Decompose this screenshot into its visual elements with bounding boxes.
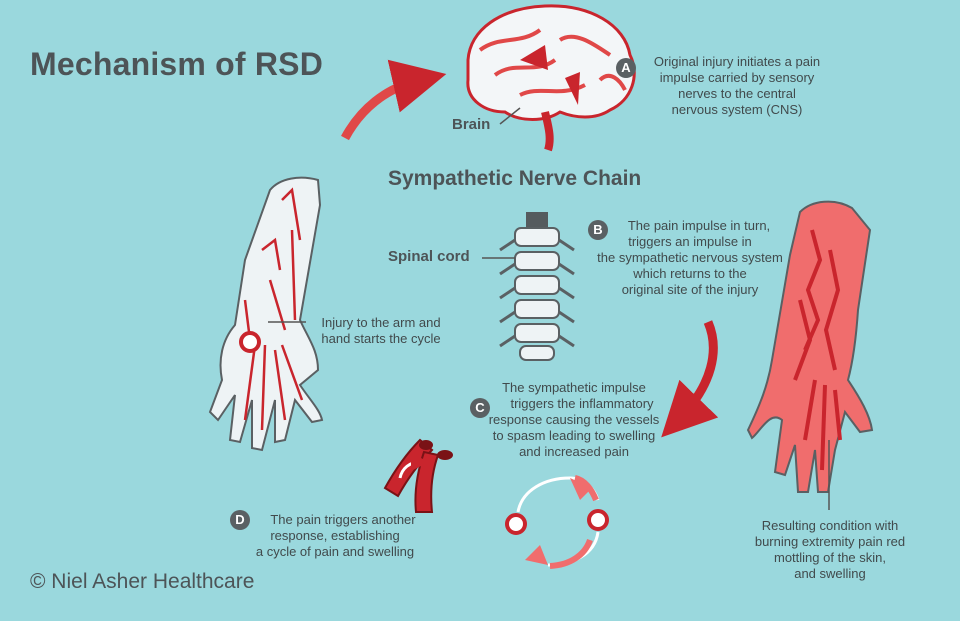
result-caption: Resulting condition with burning extremi… — [754, 518, 906, 581]
arrow-to-right-arm — [661, 320, 719, 438]
step-d-caption: The pain triggers another response, esta… — [255, 512, 416, 559]
spinal-cord-illustration — [482, 212, 575, 361]
step-b-caption: The pain impulse in turn, triggers an im… — [597, 218, 783, 297]
step-c-badge: C — [470, 398, 490, 418]
step-a-badge: A — [616, 58, 636, 78]
cycle-arrows — [505, 475, 609, 569]
step-b-badge: B — [588, 220, 608, 240]
arrow-to-brain — [341, 59, 447, 141]
copyright-notice: © Niel Asher Healthcare — [30, 570, 255, 593]
brain-illustration — [466, 4, 636, 152]
sympathetic-chain-heading: Sympathetic Nerve Chain — [388, 167, 642, 190]
right-arm-illustration — [746, 200, 874, 510]
page-title: Mechanism of RSD — [30, 46, 324, 82]
step-c-caption: The sympathetic impulse triggers the inf… — [488, 380, 660, 459]
spinal-cord-label: Spinal cord — [388, 248, 470, 265]
left-arm-illustration — [208, 176, 324, 452]
injury-caption: Injury to the arm and hand starts the cy… — [321, 315, 441, 346]
step-d-badge: D — [230, 510, 250, 530]
vessel-illustration — [383, 438, 453, 513]
brain-label: Brain — [452, 116, 491, 133]
step-a-caption: Original injury initiates a pain impulse… — [653, 54, 821, 117]
